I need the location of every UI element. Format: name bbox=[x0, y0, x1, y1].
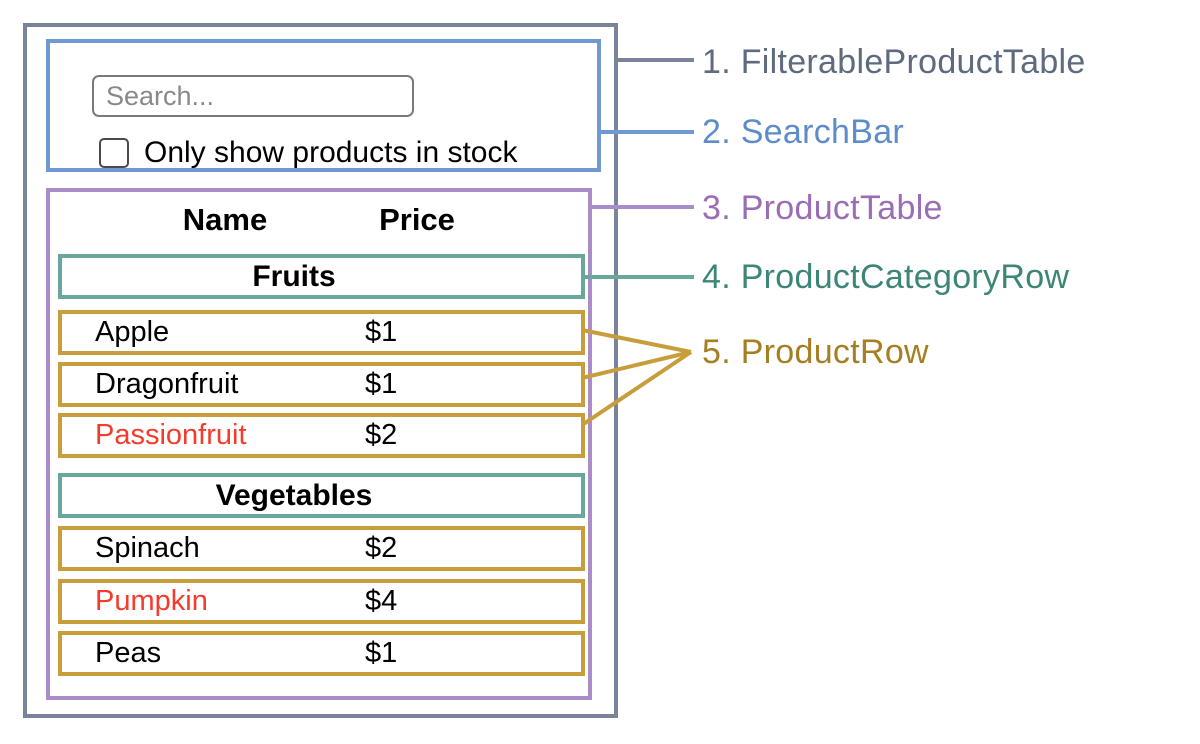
search-input[interactable] bbox=[92, 75, 414, 117]
in-stock-filter[interactable]: Only show products in stock bbox=[99, 136, 518, 170]
product-name: Spinach bbox=[95, 532, 200, 564]
category-row-vegetables: Vegetables bbox=[58, 473, 585, 518]
product-price: $1 bbox=[365, 637, 398, 669]
product-row-peas: Peas $1 bbox=[58, 631, 585, 676]
search-bar-box: Only show products in stock bbox=[46, 39, 601, 172]
product-row-dragonfruit: Dragonfruit $1 bbox=[58, 362, 585, 407]
product-name: Peas bbox=[95, 637, 162, 669]
in-stock-checkbox[interactable] bbox=[99, 138, 129, 168]
product-price: $2 bbox=[365, 419, 398, 451]
category-label: Fruits bbox=[252, 259, 336, 293]
legend-label-product-category-row: 4. ProductCategoryRow bbox=[702, 258, 1070, 296]
product-price: $2 bbox=[365, 532, 398, 564]
product-price: $1 bbox=[365, 368, 398, 400]
legend-label-product-row: 5. ProductRow bbox=[702, 333, 929, 371]
column-header-name: Name bbox=[182, 202, 268, 237]
product-name: Pumpkin bbox=[95, 585, 208, 617]
product-row-apple: Apple $1 bbox=[58, 310, 585, 355]
product-price: $1 bbox=[365, 316, 398, 348]
legend-label-search-bar: 2. SearchBar bbox=[702, 113, 905, 151]
column-header-price: Price bbox=[379, 202, 455, 237]
legend-label-product-table: 3. ProductTable bbox=[702, 189, 943, 227]
product-name: Apple bbox=[95, 316, 170, 348]
product-row-passionfruit: Passionfruit $2 bbox=[58, 413, 585, 458]
product-row-spinach: Spinach $2 bbox=[58, 526, 585, 571]
product-price: $4 bbox=[365, 585, 398, 617]
category-row-fruits: Fruits bbox=[58, 254, 585, 299]
product-row-pumpkin: Pumpkin $4 bbox=[58, 579, 585, 624]
legend-label-filterable-product-table: 1. FilterableProductTable bbox=[702, 43, 1086, 81]
product-name: Passionfruit bbox=[95, 419, 247, 451]
product-name: Dragonfruit bbox=[95, 368, 239, 400]
category-label: Vegetables bbox=[215, 478, 373, 512]
in-stock-checkbox-label: Only show products in stock bbox=[144, 136, 518, 169]
